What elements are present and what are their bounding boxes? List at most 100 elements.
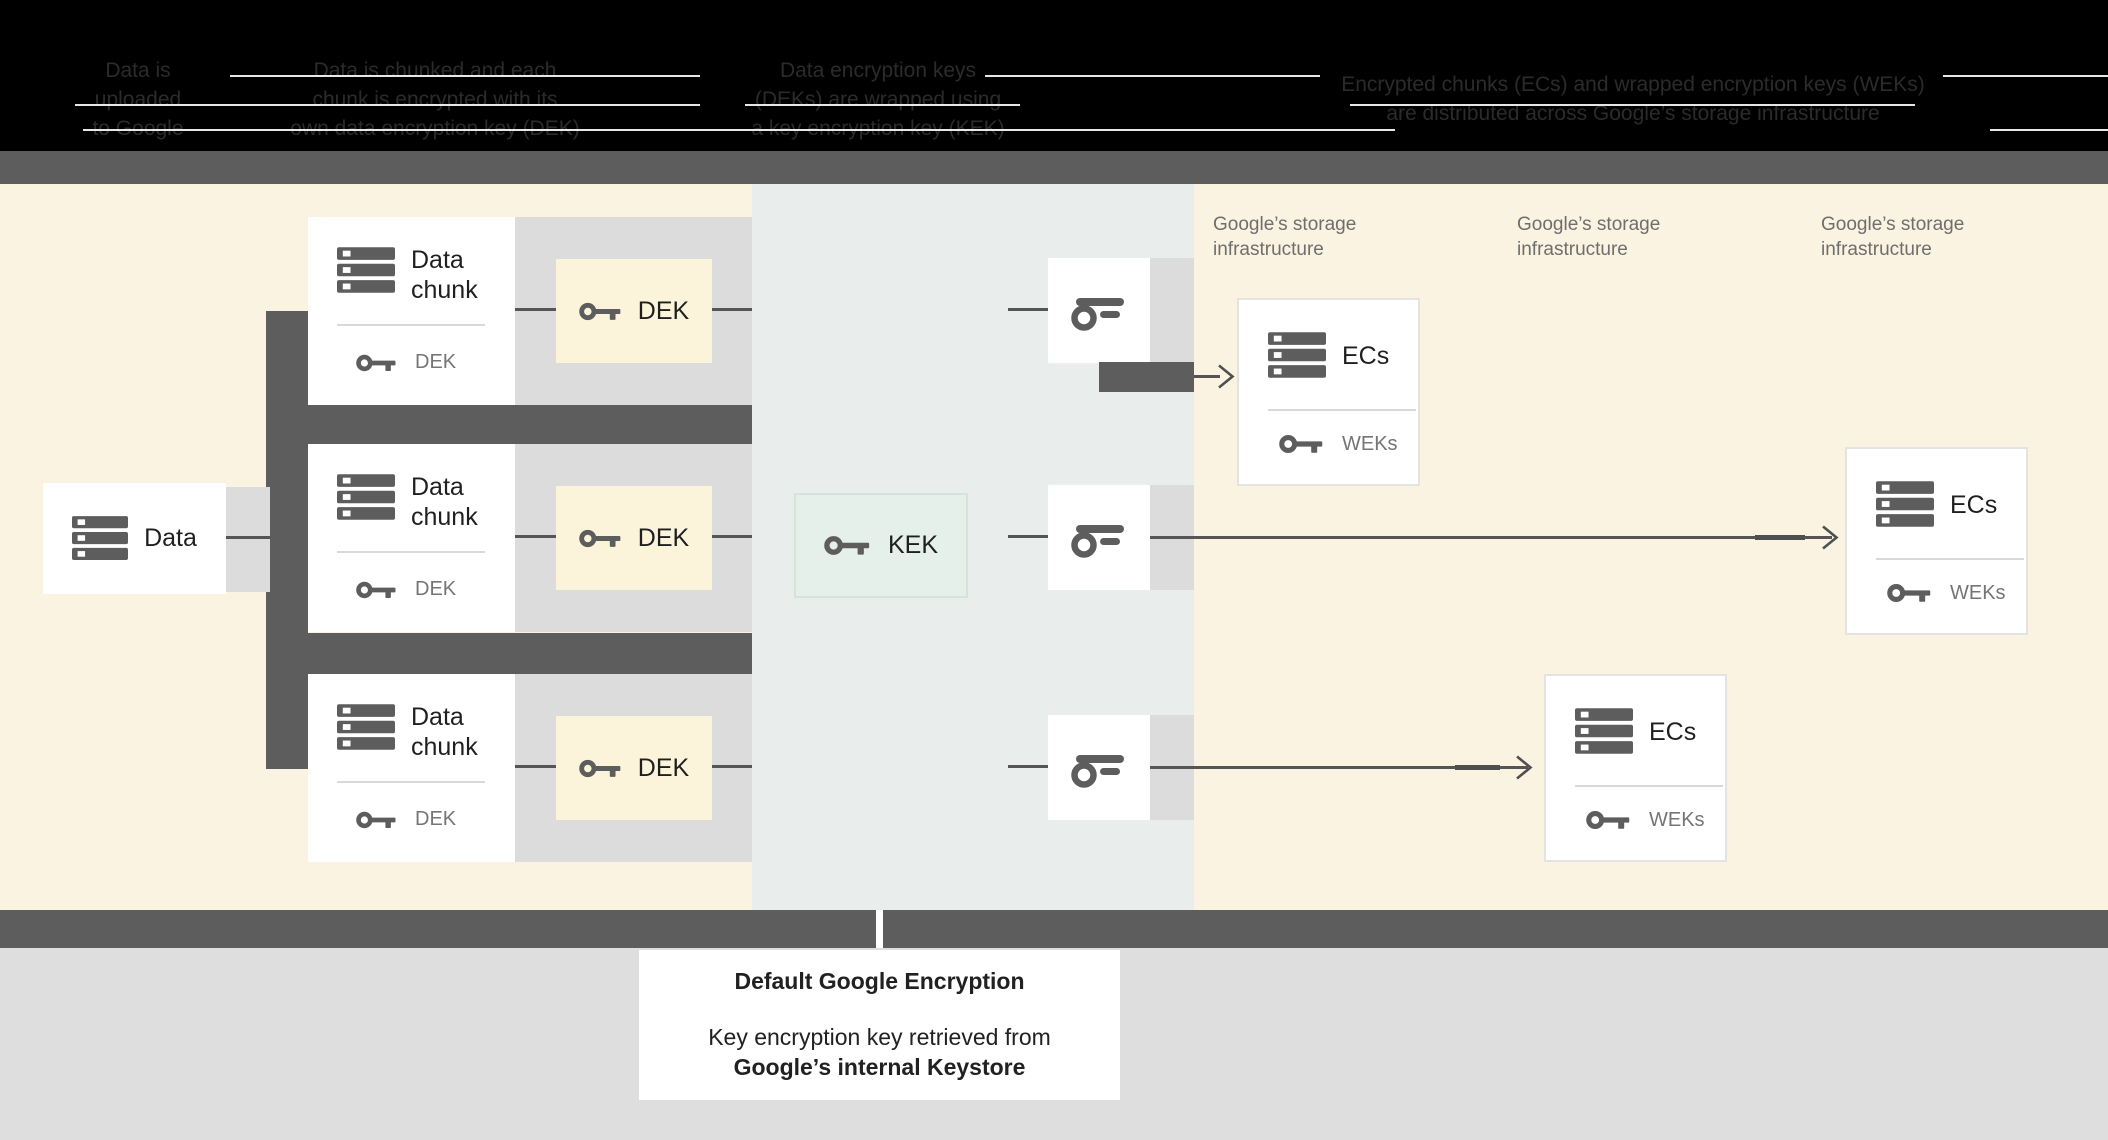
connector-line (513, 308, 556, 311)
header-text-line: Data is chunked and each (313, 59, 557, 82)
storage-infrastructure-label: Google’s storage infrastructure (1213, 214, 1357, 260)
caption-line: Key encryption key retrieved from (708, 1024, 1051, 1050)
connector-line (1008, 765, 1048, 768)
output-connector-bar (1099, 362, 1194, 392)
chunk-dek-label: DEK (415, 808, 457, 830)
key-icon (579, 527, 623, 550)
arrow-line-overlap (1455, 765, 1500, 770)
weks-row: WEKs (1586, 808, 1705, 832)
caption-title: Default Google Encryption (734, 968, 1025, 994)
weks-row: WEKs (1887, 581, 2006, 605)
arrow-line-overlap (1755, 535, 1805, 540)
caption-box: Default Google Encryption Key encryption… (639, 950, 1120, 1100)
divider-line (337, 324, 485, 326)
header-text-line: to Google (92, 117, 184, 140)
header-text-line: Data encryption keys (779, 59, 977, 82)
header-text-line: chunk is encrypted with its (312, 88, 558, 111)
divider-line (1876, 558, 2024, 560)
header-step-4: Encrypted chunks (ECs) and wrapped encry… (1288, 70, 1978, 128)
connector-line (712, 308, 752, 311)
chunk-title: Data chunk (411, 703, 478, 761)
connector-line (1008, 535, 1048, 538)
weks-row: WEKs (1279, 432, 1398, 456)
footer-divider-bar (0, 910, 2108, 948)
wrapping-key-box (1048, 258, 1150, 363)
encrypted-chunks-box: ECs WEKs (1845, 447, 2028, 635)
divider-line (337, 781, 485, 783)
key-band (1150, 258, 1194, 363)
key-icon (356, 809, 398, 831)
arrow-line (1150, 536, 1832, 539)
key-icon (824, 533, 872, 558)
storage-infrastructure-label: Google’s storage infrastructure (1517, 214, 1661, 260)
wrapping-key-box (1048, 715, 1150, 820)
database-icon (337, 704, 395, 751)
header-underline-artifact (230, 75, 700, 77)
header-underline-artifact (1350, 104, 1915, 106)
chunk-dek-label: DEK (415, 351, 457, 373)
data-chunk-box: Data chunk DEK (308, 444, 515, 632)
header-divider-bar (0, 151, 2108, 184)
connector-line (712, 765, 752, 768)
header-underline-artifact (745, 104, 1020, 106)
header-text-line: a key encryption key (KEK) (751, 117, 1005, 140)
header-text-line: uploaded (94, 88, 182, 111)
database-icon (337, 247, 395, 294)
dek-label: DEK (637, 296, 690, 325)
connector-line (513, 765, 556, 768)
storage-infrastructure-label: Google’s storage infrastructure (1821, 214, 1965, 260)
database-icon (1876, 481, 1934, 528)
kek-box: KEK (794, 493, 968, 598)
data-box: Data (43, 483, 226, 594)
data-chunk-box: Data chunk DEK (308, 217, 515, 405)
row-connector-bar (266, 633, 752, 674)
data-chunk-box: Data chunk DEK (308, 674, 515, 862)
key-icon (579, 757, 623, 780)
diagram-canvas: Data Data chunk DEK DEK (0, 184, 2108, 910)
chunk-dek-label: DEK (415, 578, 457, 600)
row-connector-bar (266, 405, 752, 444)
dek-box: DEK (556, 486, 712, 590)
encrypted-chunks-box: ECs WEKs (1237, 298, 1420, 486)
encrypted-chunks-box: ECs WEKs (1544, 674, 1727, 862)
connector-line (513, 535, 556, 538)
key-icon (1070, 517, 1128, 559)
key-icon (1586, 808, 1632, 832)
key-icon (1279, 432, 1325, 456)
chunk-title: Data chunk (411, 473, 478, 531)
database-icon (1575, 708, 1633, 755)
header-underline-artifact (1990, 129, 2108, 131)
weks-label: WEKs (1649, 808, 1705, 831)
arrowhead-icon (1820, 524, 1840, 551)
connector-line (712, 535, 752, 538)
ecs-label: ECs (1342, 342, 1390, 370)
dek-label: DEK (637, 523, 690, 552)
footer-band: Default Google Encryption Key encryption… (0, 948, 2108, 1140)
dek-label: DEK (637, 753, 690, 782)
chunk-title: Data chunk (411, 246, 478, 304)
kek-label: KEK (887, 531, 939, 559)
key-icon (1070, 747, 1128, 789)
header-underline-artifact (83, 129, 1395, 131)
database-icon (72, 516, 128, 561)
dek-box: DEK (556, 259, 712, 363)
connector-line (1008, 308, 1048, 311)
header-band: Data is uploaded to Google Data is chunk… (0, 0, 2108, 151)
key-icon (356, 352, 398, 374)
key-icon (1070, 290, 1128, 332)
divider-line (337, 551, 485, 553)
chunk-dek-row: DEK (356, 351, 456, 374)
arrow-line (1194, 375, 1220, 378)
data-connector-line (222, 536, 270, 539)
caption-line: Google’s internal Keystore (733, 1054, 1026, 1080)
header-text-line: (DEKs) are wrapped using (754, 88, 1002, 111)
arrowhead-icon (1216, 363, 1236, 390)
chunk-dek-row: DEK (356, 808, 456, 831)
divider-line (1575, 785, 1723, 787)
caption-notch (876, 910, 883, 948)
data-band (226, 487, 270, 592)
divider-line (1268, 409, 1416, 411)
header-underline-artifact (985, 75, 1320, 77)
data-box-label: Data (144, 524, 197, 552)
